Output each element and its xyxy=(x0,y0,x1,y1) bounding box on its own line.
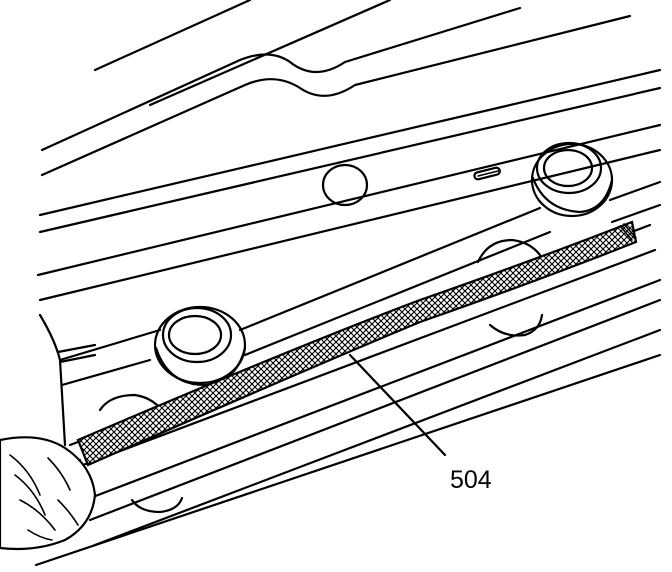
callout-leader-504 xyxy=(348,353,447,457)
cover-left-edge xyxy=(38,313,97,447)
cover-rail xyxy=(34,180,662,567)
cover-oval-hole xyxy=(321,163,369,207)
cover-top-ribs xyxy=(36,0,662,302)
cover-slot xyxy=(473,166,501,181)
bolt-boss-right xyxy=(530,141,614,218)
hand-illustration xyxy=(0,436,97,551)
callout-label-504: 504 xyxy=(450,466,492,494)
gasket-504 xyxy=(76,220,638,467)
bolt-boss-left xyxy=(153,305,247,387)
